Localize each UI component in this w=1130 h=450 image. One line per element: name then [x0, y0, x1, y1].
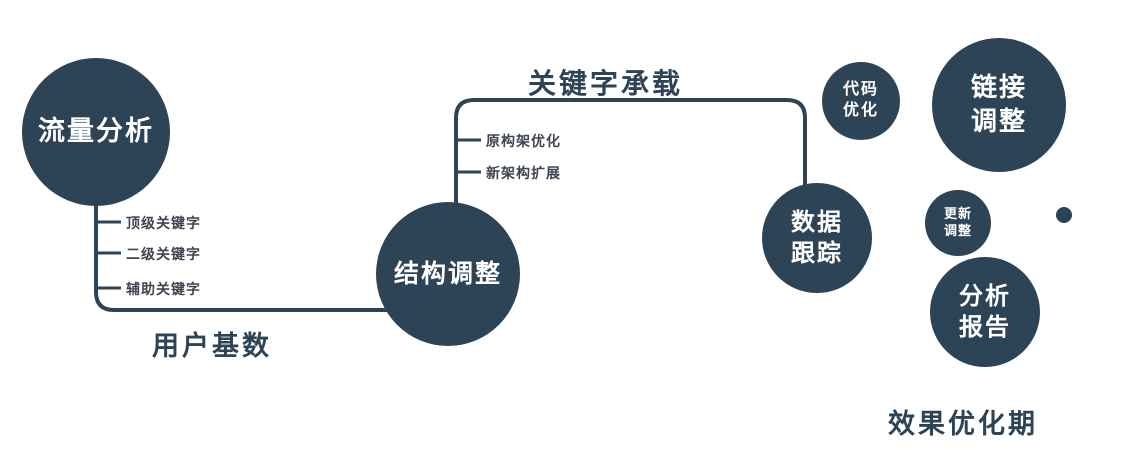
node-data-tracking-line1: 数据 [791, 208, 843, 236]
node-analysis-report-line1: 分析 [959, 282, 1011, 310]
node-analysis-report: 分析 报告 [930, 257, 1040, 367]
branch-label-secondary-keywords: 二级关键字 [126, 246, 201, 262]
node-link-adjustment-line1: 链接 [970, 72, 1027, 103]
node-code-optimization: 代码 优化 [822, 62, 900, 140]
node-code-optimization-line2: 优化 [842, 102, 879, 119]
branch-label-auxiliary-keywords: 辅助关键字 [126, 281, 201, 297]
node-structure-adjustment: 结构调整 [376, 202, 520, 346]
node-link-adjustment-line2: 调整 [970, 106, 1027, 136]
node-update-adjustment-line1: 更新 [943, 206, 972, 222]
node-data-tracking: 数据 跟踪 [762, 183, 872, 293]
node-data-tracking-line2: 跟踪 [791, 240, 843, 267]
edge-label-keyword-bearing: 关键字承载 [528, 68, 684, 99]
node-traffic-analysis-label: 流量分析 [38, 116, 154, 147]
branch-label-original-architecture-optimization: 原构架优化 [486, 133, 561, 149]
edge-label-user-base: 用户基数 [152, 331, 272, 361]
connector-structure-to-data-tracking [454, 98, 807, 212]
node-traffic-analysis: 流量分析 [22, 58, 170, 206]
node-code-optimization-line1: 代码 [842, 81, 879, 99]
node-update-adjustment-line2: 调整 [943, 223, 972, 238]
node-small-dot [1056, 207, 1072, 223]
branch-label-new-architecture-expansion: 新架构扩展 [486, 165, 561, 181]
node-link-adjustment: 链接 调整 [932, 38, 1066, 172]
node-analysis-report-line2: 报告 [959, 314, 1011, 341]
node-update-adjustment: 更新 调整 [925, 190, 991, 256]
footer-label-effect-optimization: 效果优化期 [888, 409, 1038, 439]
node-structure-adjustment-label: 结构调整 [393, 259, 502, 288]
branch-label-top-keywords: 顶级关键字 [126, 215, 201, 231]
